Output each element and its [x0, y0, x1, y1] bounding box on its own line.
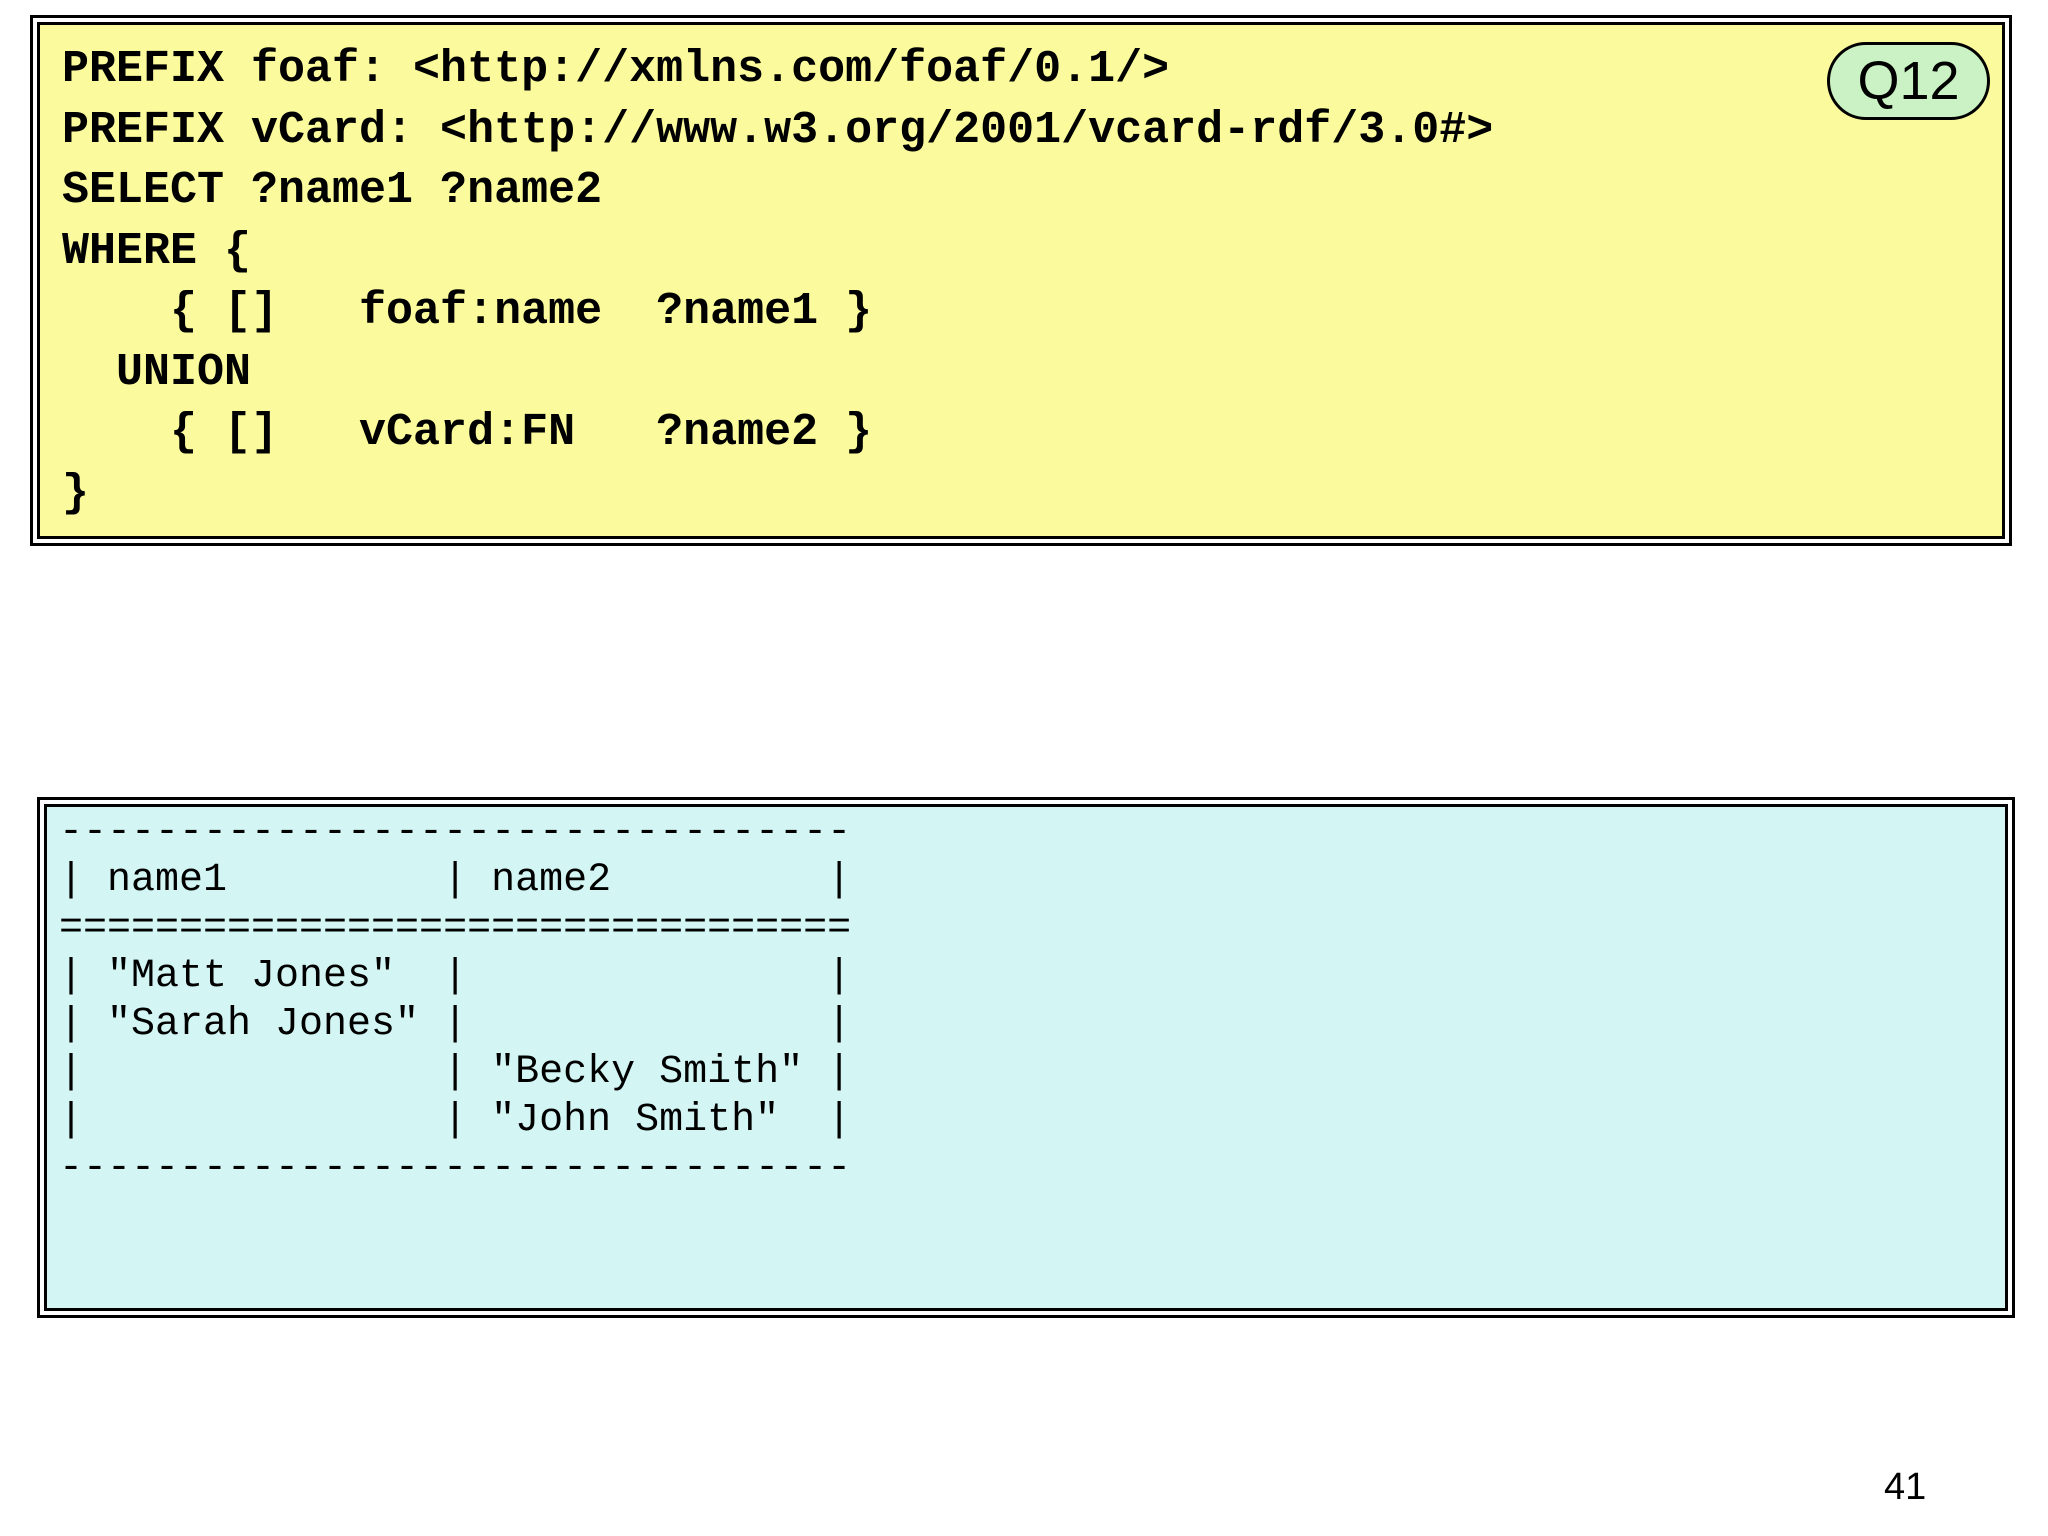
ascii-table-line: | | "John Smith" |	[59, 1098, 852, 1143]
query-results-text: --------------------------------- | name…	[47, 807, 2005, 1193]
results-box: --------------------------------- | name…	[37, 797, 2015, 1318]
ascii-table-line: | "Sarah Jones" | |	[59, 1002, 852, 1047]
ascii-table-line: =================================	[59, 906, 852, 951]
query-number-badge: Q12	[1827, 42, 1990, 120]
code-line: PREFIX foaf: <http://xmlns.com/foaf/0.1/…	[62, 44, 1170, 95]
query-box: PREFIX foaf: <http://xmlns.com/foaf/0.1/…	[30, 15, 2012, 546]
ascii-table-line: ---------------------------------	[59, 1146, 852, 1191]
ascii-table-line: ---------------------------------	[59, 810, 852, 855]
code-line: { [] vCard:FN ?name2 }	[62, 407, 873, 458]
code-line: WHERE {	[62, 225, 252, 277]
ascii-table-line: | "Matt Jones" | |	[59, 954, 852, 999]
code-line: { [] foaf:name ?name1 }	[62, 286, 873, 337]
ascii-table-line: | name1 | name2 |	[59, 858, 852, 903]
page-number: 41	[1884, 1466, 1927, 1508]
code-line: PREFIX vCard: <http://www.w3.org/2001/vc…	[62, 104, 1494, 156]
code-line: }	[62, 467, 90, 519]
results-box-inner: --------------------------------- | name…	[44, 804, 2008, 1311]
ascii-table-line: | | "Becky Smith" |	[59, 1050, 852, 1095]
query-box-inner: PREFIX foaf: <http://xmlns.com/foaf/0.1/…	[37, 22, 2005, 539]
sparql-query-code: PREFIX foaf: <http://xmlns.com/foaf/0.1/…	[40, 25, 2002, 524]
code-line: UNION	[62, 346, 252, 398]
code-line: SELECT ?name1 ?name2	[62, 165, 603, 216]
